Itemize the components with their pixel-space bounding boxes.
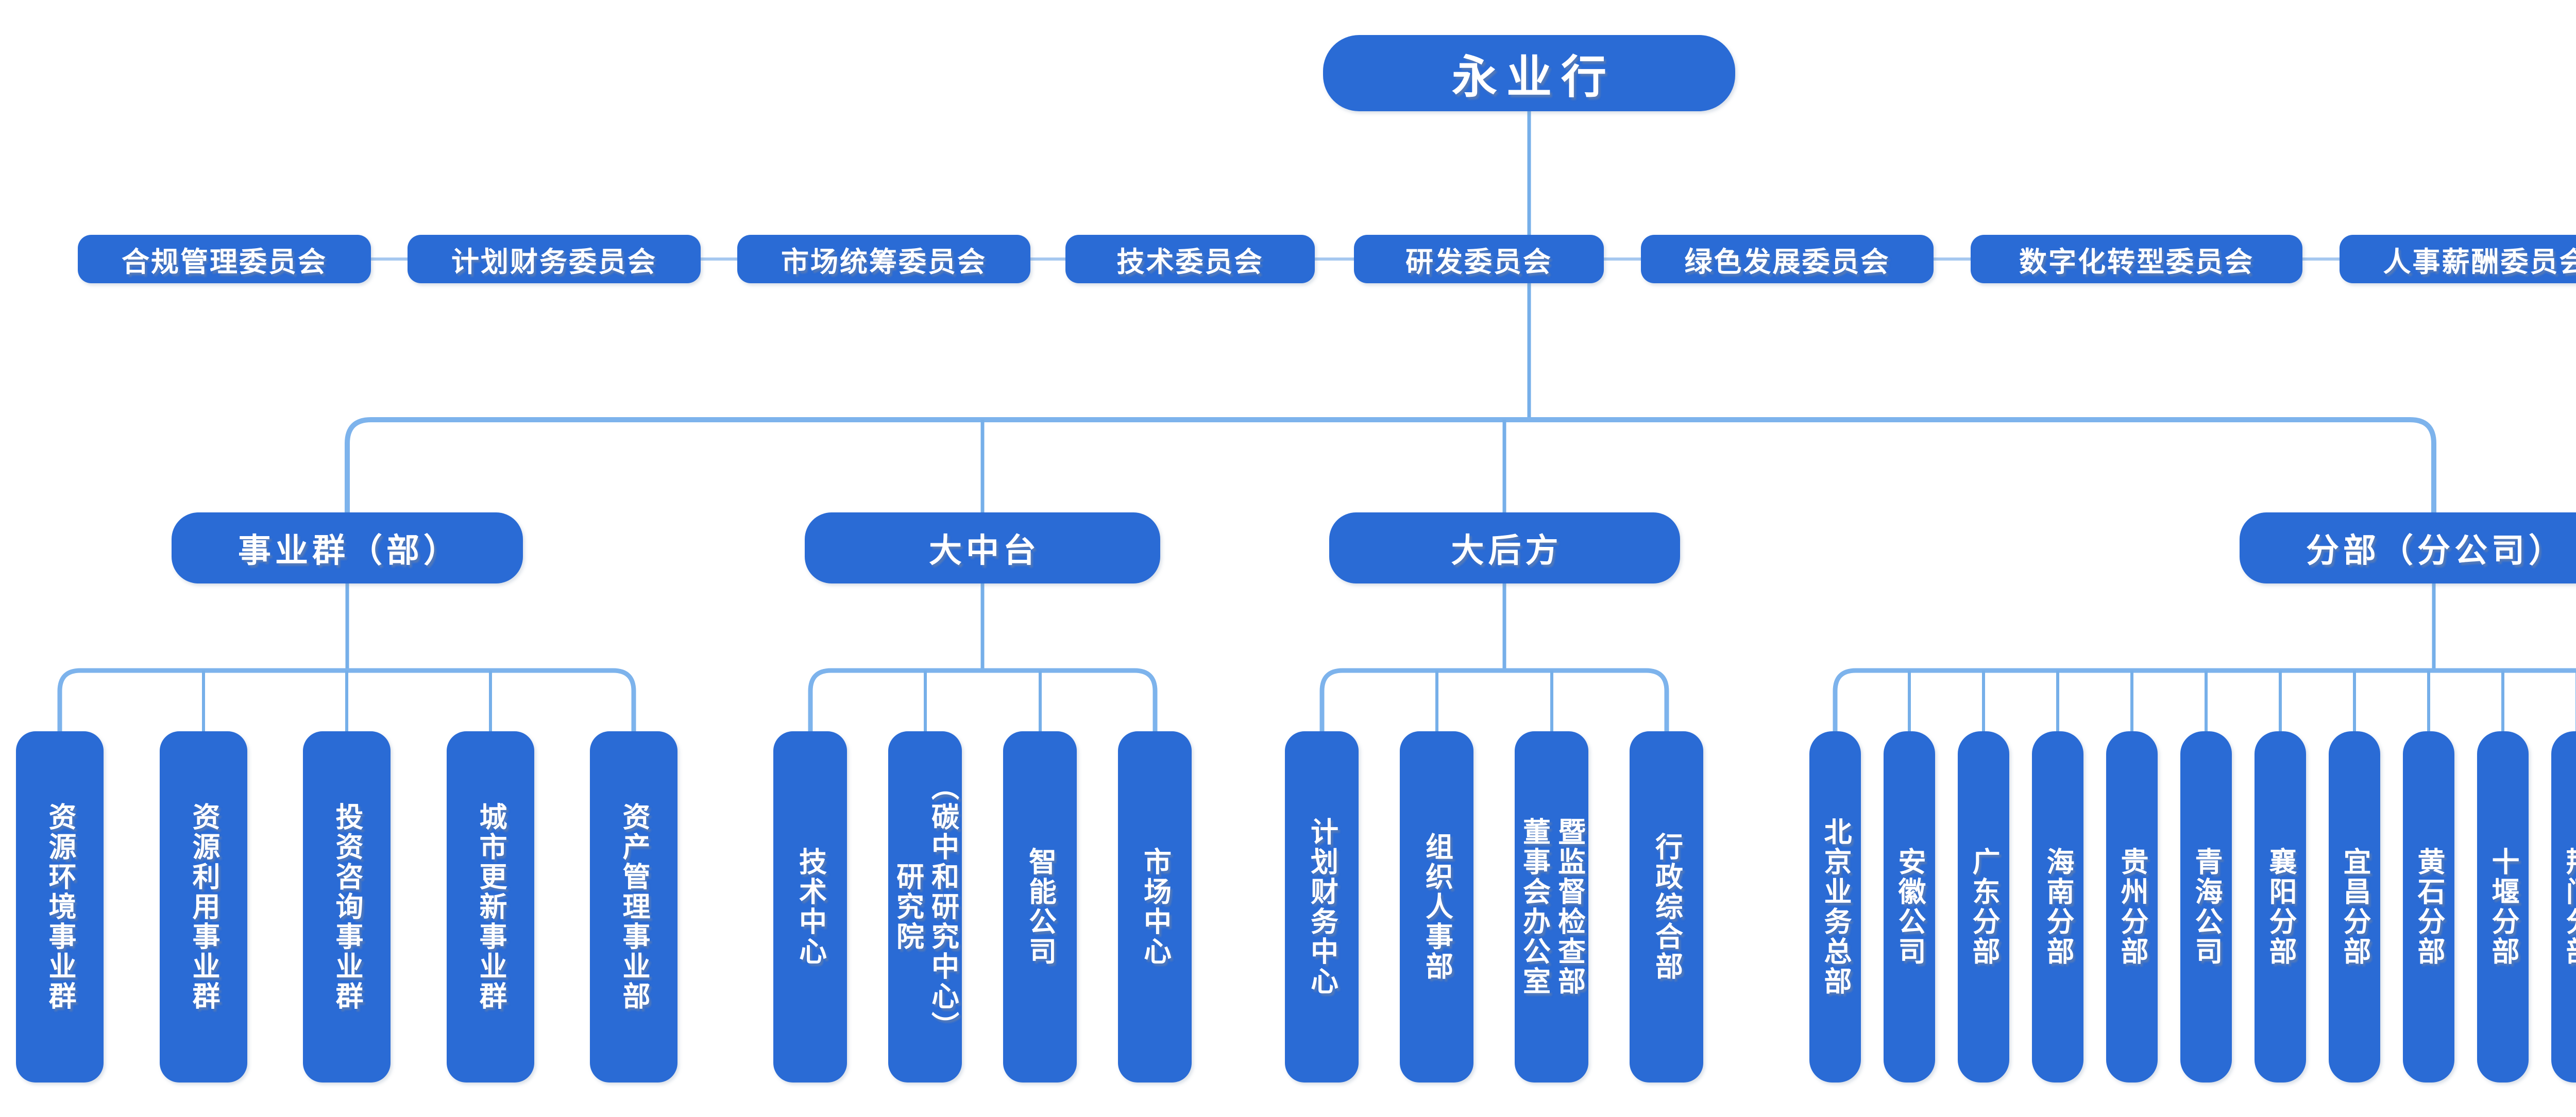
leaf-label: 荆门分部 (2562, 847, 2576, 967)
leaf-label: 研究院 （碳中和研究中心） (892, 772, 958, 1041)
connector-group2-distributor (808, 668, 1158, 733)
leaf-node-0-0: 资源环境事业群 (16, 731, 104, 1082)
leaf-label: 海南分部 (2042, 847, 2073, 967)
leaf-node-2-2: 董事会办公室 暨监督检查部 (1515, 731, 1588, 1082)
committee-node-4: 研发委员会 (1354, 235, 1604, 283)
leaf-label: 组织人事部 (1421, 832, 1452, 982)
leaf-label: 安徽公司 (1894, 847, 1925, 967)
leaf-label: 十堰分部 (2487, 847, 2518, 967)
connector-group4-drops (1908, 671, 2576, 733)
leaf-label: 计划财务中心 (1306, 817, 1337, 996)
leaf-label: 市场中心 (1139, 847, 1171, 967)
connector-group1-drops (202, 671, 492, 733)
leaf-label: 董事会办公室 暨监督检查部 (1518, 817, 1585, 996)
branch-header-1: 大中台 (805, 512, 1160, 583)
committee-node-6: 数字化转型委员会 (1971, 235, 2302, 283)
leaf-label: 行政综合部 (1651, 832, 1682, 982)
leaf-node-1-2: 智能公司 (1003, 731, 1077, 1082)
leaf-label: 城市更新事业群 (475, 802, 506, 1011)
leaf-node-3-6: 襄阳分部 (2255, 731, 2306, 1082)
leaf-node-0-1: 资源利用事业群 (160, 731, 247, 1082)
committee-node-5: 绿色发展委员会 (1641, 235, 1934, 283)
connector-group3-drops (1435, 671, 1553, 733)
leaf-node-1-1: 研究院 （碳中和研究中心） (888, 731, 962, 1082)
leaf-node-3-5: 青海公司 (2180, 731, 2232, 1082)
committee-node-3: 技术委员会 (1065, 235, 1315, 283)
leaf-node-3-3: 海南分部 (2032, 731, 2083, 1082)
leaf-label: 襄阳分部 (2265, 847, 2296, 967)
connector-group2-drops (924, 671, 1042, 733)
leaf-node-2-3: 行政综合部 (1630, 731, 1703, 1082)
leaf-node-2-1: 组织人事部 (1400, 731, 1473, 1082)
connector-level1-distributor (345, 417, 2436, 512)
leaf-label: 贵州分部 (2116, 847, 2147, 967)
connector-group3-distributor (1319, 668, 1669, 733)
leaf-node-3-1: 安徽公司 (1884, 731, 1935, 1082)
leaf-node-3-0: 北京业务总部 (1809, 731, 1861, 1082)
leaf-label: 资源环境事业群 (44, 802, 75, 1011)
leaf-node-2-0: 计划财务中心 (1285, 731, 1359, 1082)
leaf-label: 资源利用事业群 (188, 802, 219, 1011)
leaf-node-1-3: 市场中心 (1118, 731, 1192, 1082)
root-node: 永业行 (1323, 35, 1735, 111)
leaf-node-3-7: 宜昌分部 (2329, 731, 2380, 1082)
leaf-label: 黄石分部 (2413, 847, 2444, 967)
committee-node-0: 合规管理委员会 (78, 235, 371, 283)
leaf-node-3-9: 十堰分部 (2477, 731, 2529, 1082)
leaf-label: 资产管理事业部 (618, 802, 649, 1011)
leaf-node-3-4: 贵州分部 (2106, 731, 2158, 1082)
branch-header-0: 事业群（部） (172, 512, 523, 583)
leaf-label: 北京业务总部 (1820, 817, 1851, 996)
leaf-node-0-4: 资产管理事业部 (590, 731, 677, 1082)
connector-branch-stems (345, 583, 2436, 671)
committee-node-1: 计划财务委员会 (408, 235, 701, 283)
branch-header-3: 分部（分公司） (2240, 512, 2576, 583)
leaf-label: 智能公司 (1024, 847, 1056, 967)
leaf-node-3-10: 荆门分部 (2551, 731, 2576, 1082)
connector-level1-drops (980, 420, 1506, 512)
leaf-label: 宜昌分部 (2339, 847, 2370, 967)
leaf-label: 广东分部 (1968, 847, 1999, 967)
leaf-node-0-2: 投资咨询事业群 (303, 731, 391, 1082)
committee-node-2: 市场统筹委员会 (737, 235, 1030, 283)
leaf-node-3-2: 广东分部 (1958, 731, 2009, 1082)
leaf-node-3-8: 黄石分部 (2403, 731, 2454, 1082)
committee-node-7: 人事薪酬委员会 (2340, 235, 2576, 283)
leaf-label: 投资咨询事业群 (331, 802, 362, 1011)
leaf-node-0-3: 城市更新事业群 (447, 731, 534, 1082)
branch-header-2: 大后方 (1329, 512, 1680, 583)
leaf-label: 技术中心 (794, 847, 826, 967)
leaf-node-1-0: 技术中心 (773, 731, 847, 1082)
leaf-label: 青海公司 (2191, 847, 2222, 967)
